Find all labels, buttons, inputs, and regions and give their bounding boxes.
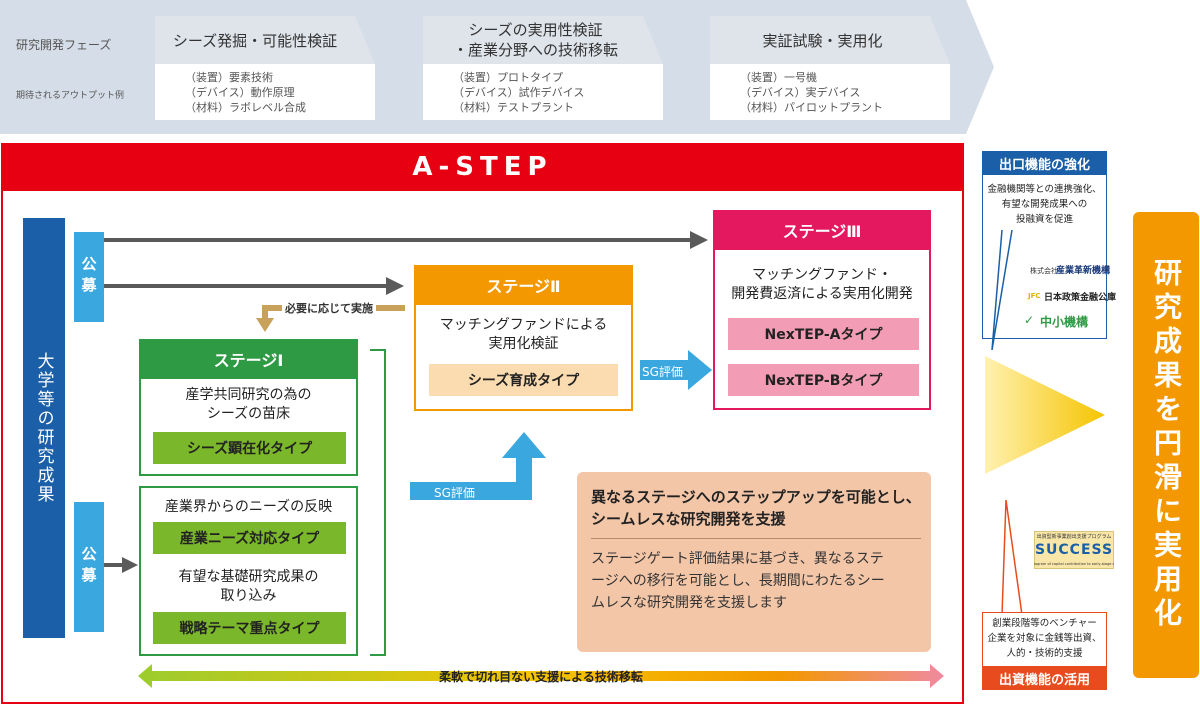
shin-icon: ✓	[1024, 313, 1035, 327]
stage1-type-strategic: 戦略テーマ重点タイプ	[153, 612, 346, 644]
if-needed-label: 必要に応じて実施	[282, 300, 376, 316]
stage1-type-seeds: シーズ顕在化タイプ	[153, 432, 346, 464]
bottom-double-arrow	[138, 664, 944, 688]
phase-3-header-shape	[710, 16, 950, 64]
logo-incj: 産業革新機構	[1056, 266, 1111, 276]
sg-eval-label-2: SG評価	[642, 365, 683, 379]
koubo-badge-bottom: 公募	[74, 502, 104, 632]
invest-function-title: 出資機能の活用	[982, 666, 1107, 690]
stage1-desc-1: 産学共同研究の為のシーズの苗床	[185, 387, 312, 422]
astep-title: A-STEP	[1, 143, 964, 191]
stage1-desc-2: 産業界からのニーズの反映	[164, 498, 333, 515]
phase-3-title: 実証試験・実用化	[762, 31, 883, 50]
stage1-title: ステージⅠ	[139, 339, 358, 379]
sg-eval-label-1: SG評価	[434, 486, 475, 500]
exit-function-desc: 金融機関等との連携強化、有望な開発成果への投融資を促進	[987, 183, 1102, 225]
success-logo-top: 出資型新事業創出支援プログラム	[1036, 533, 1112, 540]
phase-row-label: 研究開発フェーズ	[16, 38, 112, 52]
output-triangle-arrow	[985, 356, 1105, 474]
seamless-support-callout	[577, 472, 931, 652]
logo-small-prefix: 株式会社	[1030, 267, 1058, 275]
stage3-type-nextep-b: NexTEP-Bタイプ	[728, 364, 919, 396]
stage1-desc-3: 有望な基礎研究成果の取り込み	[178, 569, 319, 604]
callout-heading: 異なるステージへのステップアップを可能とし、シームレスな研究開発を支援	[591, 488, 921, 528]
stage2-title: ステージⅡ	[414, 265, 633, 305]
phase-1-title: シーズ発掘・可能性検証	[172, 31, 338, 50]
koubo-badge-top: 公募	[74, 232, 104, 322]
phase-3-outputs: （装置）一号機（デバイス）実デバイス（材料）パイロットプラント	[710, 64, 950, 120]
phase-1-header-shape	[155, 16, 375, 64]
phase-2-header-shape	[423, 16, 663, 64]
logo-jfc: 日本政策金融公庫	[1044, 293, 1117, 303]
result-banner: 研究成果を円滑に実用化	[1133, 212, 1199, 678]
logo-jfc-mark: JFC	[1028, 292, 1041, 300]
callout-divider	[591, 538, 921, 539]
bottom-arrow-label: 柔軟で切れ目ない支援による技術移転	[439, 669, 643, 684]
stage1-type-needs: 産業ニーズ対応タイプ	[153, 522, 346, 554]
exit-function-title: 出口機能の強化	[982, 151, 1107, 175]
phase-2-outputs: （装置）プロトタイプ（デバイス）試作デバイス（材料）テストプラント	[423, 64, 663, 120]
exit-callout-pointer	[991, 230, 1013, 350]
success-logo-word: SUCCESS	[1034, 542, 1114, 558]
invest-callout-pointer	[1001, 500, 1023, 615]
success-logo-sub: Support program of capital contribution …	[1034, 562, 1114, 566]
callout-body: ステージゲート評価結果に基づき、異なるステージへの移行を可能とし、長期間にわたる…	[591, 551, 885, 611]
phase-2-title: シーズの実用性検証・産業分野への技術移転	[452, 21, 618, 59]
stage3-type-nextep-a: NexTEP-Aタイプ	[728, 318, 919, 350]
invest-function-desc: 創業段階等のベンチャー企業を対象に金銭等出資、人的・技術的支援	[987, 617, 1102, 659]
logo-smrj: 中小機構	[1040, 315, 1089, 329]
stage3-title: ステージⅢ	[713, 210, 931, 250]
stage2-type-seeds-growth: シーズ育成タイプ	[429, 364, 618, 396]
research-results-bar: 大学等の研究成果	[23, 218, 65, 638]
stage2-desc: マッチングファンドによる実用化検証	[439, 317, 608, 352]
phase-1-outputs: （装置）要素技術（デバイス）動作原理（材料）ラボレベル合成	[155, 64, 375, 120]
success-logo	[1034, 531, 1114, 569]
stage3-desc: マッチングファンド・開発費返済による実用化開発	[731, 267, 913, 302]
output-row-label: 期待されるアウトプット例	[16, 91, 125, 101]
